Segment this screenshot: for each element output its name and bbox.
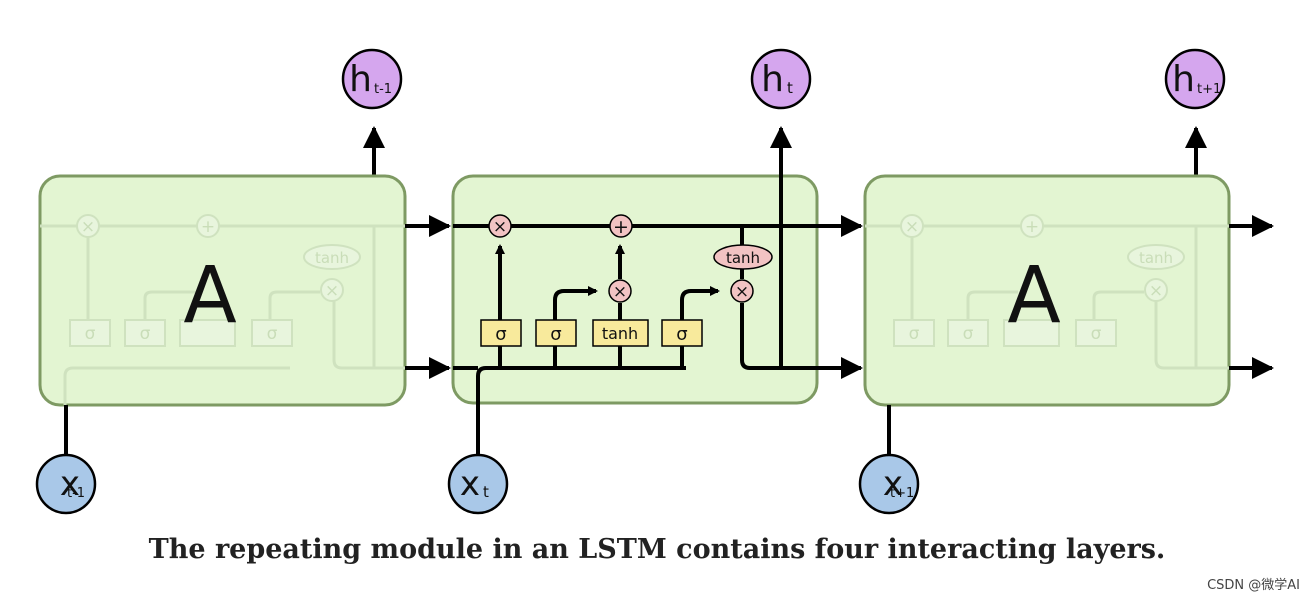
center-cell-wires — [453, 126, 817, 455]
output-node-center-label: h — [761, 59, 784, 100]
input-node-center-sub: t — [483, 483, 489, 501]
input-node-left-label: x — [60, 464, 80, 504]
forget-sigma-layer — [480, 319, 522, 347]
module-label-left: A — [183, 251, 236, 341]
svg-text:+: + — [1025, 217, 1039, 237]
input-sigma-layer — [535, 319, 577, 347]
output-node-center: h t — [750, 48, 812, 110]
nn-layers: σ σ tanh σ — [480, 319, 703, 347]
module-box-left — [38, 174, 407, 407]
input-sigma-label: σ — [550, 324, 561, 345]
input-node-center-label: x — [460, 464, 480, 504]
output-node-right-sub: t+1 — [1197, 82, 1221, 97]
output-node-right-label: h — [1172, 59, 1195, 100]
svg-text:σ: σ — [963, 324, 974, 344]
module-right: × + × tanh σ σ σ A — [863, 126, 1231, 407]
output-node-left: h t-1 — [341, 48, 403, 110]
svg-text:×: × — [905, 217, 919, 237]
svg-text:×: × — [1149, 281, 1163, 301]
svg-text:σ: σ — [267, 324, 278, 344]
output-node-right: h t+1 — [1164, 48, 1226, 110]
output-node-left-label: h — [349, 59, 372, 100]
figure-caption: The repeating module in an LSTM contains… — [148, 534, 1166, 565]
module-label-right: A — [1007, 251, 1060, 341]
input-multiply-op — [608, 279, 632, 303]
svg-text:σ: σ — [909, 324, 920, 344]
forget-sigma-label: σ — [495, 324, 506, 345]
input-node-right-label: x — [883, 464, 903, 504]
output-multiply-op — [730, 279, 754, 303]
output-multiply-op-label: × — [735, 282, 749, 302]
output-node-center-sub: t — [787, 79, 793, 97]
svg-text:×: × — [81, 217, 95, 237]
candidate-tanh-layer — [592, 319, 649, 347]
pointwise-ops: × + × tanh × — [488, 214, 773, 303]
svg-text:×: × — [325, 281, 339, 301]
output-sigma-label: σ — [676, 324, 687, 345]
input-node-right-sub: t+1 — [890, 486, 914, 501]
forget-multiply-op-label: × — [493, 217, 507, 237]
svg-text:σ: σ — [1091, 324, 1102, 344]
svg-text:σ: σ — [140, 324, 151, 344]
add-op-label: + — [613, 216, 629, 238]
input-node-right: x t+1 — [858, 453, 920, 515]
svg-text:σ: σ — [85, 324, 96, 344]
watermark: CSDN @微学AI — [1207, 578, 1300, 593]
svg-text:tanh: tanh — [1139, 249, 1173, 267]
input-node-left: x t-1 — [35, 453, 97, 515]
add-op — [609, 214, 633, 238]
input-node-left-sub: t-1 — [67, 486, 85, 501]
input-multiply-op-label: × — [613, 282, 627, 302]
output-node-left-sub: t-1 — [374, 82, 392, 97]
output-tanh-op — [713, 244, 773, 270]
candidate-tanh-label: tanh — [602, 324, 638, 343]
forget-multiply-op — [488, 214, 512, 238]
svg-text:tanh: tanh — [315, 249, 349, 267]
cell-state-connectors — [405, 215, 1274, 379]
output-sigma-layer — [661, 319, 703, 347]
input-node-center: x t — [447, 453, 509, 515]
module-box-right — [863, 174, 1231, 407]
output-tanh-op-label: tanh — [726, 249, 760, 267]
module-left: × + × tanh σ σ σ A — [38, 126, 407, 407]
svg-text:+: + — [201, 217, 215, 237]
